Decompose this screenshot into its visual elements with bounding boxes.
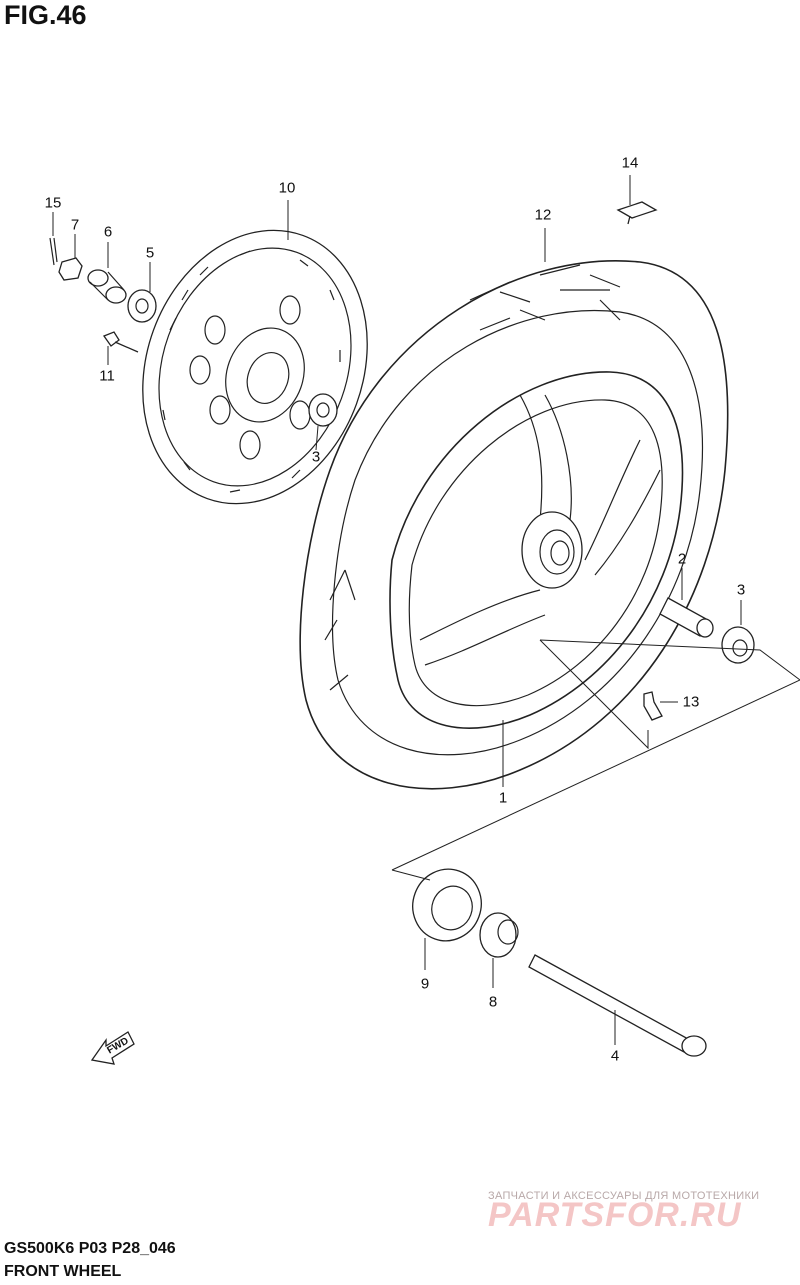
tire-sidewall	[332, 309, 703, 756]
spoke-right	[584, 439, 661, 576]
collar	[127, 289, 157, 323]
axle-spacer-left	[87, 269, 127, 304]
disc-bolt	[102, 331, 139, 353]
callout-8: 8	[488, 993, 498, 1011]
watermark-tagline: ЗАПЧАСТИ И АКСЕССУАРЫ ДЛЯ МОТОТЕХНИКИ	[488, 1190, 760, 1202]
callout-7: 7	[70, 216, 80, 234]
tread-pattern	[324, 264, 621, 691]
tire-valve	[643, 691, 663, 721]
figure-title: FIG.46	[4, 0, 87, 30]
front-axle	[528, 954, 707, 1057]
callout-15: 15	[44, 194, 62, 212]
rim-outer	[389, 371, 684, 729]
callout-2: 2	[677, 550, 687, 568]
cotter-pin	[49, 237, 58, 266]
brake-disc	[142, 229, 368, 505]
bearing-left	[308, 393, 338, 427]
collar-right	[479, 912, 519, 958]
callout-9: 9	[420, 975, 430, 993]
balance-weight	[616, 201, 658, 225]
dust-seal	[412, 868, 482, 942]
section-name: FRONT WHEEL	[4, 1263, 122, 1280]
watermark-brand: PARTSFOR.RU	[488, 1196, 742, 1234]
callout-6: 6	[103, 223, 113, 241]
callout-12: 12	[534, 206, 552, 224]
callout-11: 11	[99, 367, 115, 385]
callout-13: 13	[682, 693, 700, 711]
callout-10: 10	[278, 179, 296, 197]
callout-14: 14	[621, 154, 639, 172]
leader-lines	[52, 175, 800, 1045]
hub-bore-inner	[550, 540, 570, 566]
callout-4: 4	[610, 1047, 620, 1065]
spoke-left	[419, 589, 546, 666]
wheel-hub	[521, 511, 583, 589]
bearing-right	[721, 626, 755, 664]
forward-arrow	[90, 1031, 135, 1065]
castle-nut	[58, 257, 83, 281]
rim-inner	[408, 399, 663, 707]
callout-3-left: 3	[311, 448, 321, 466]
spoke-top	[519, 394, 572, 521]
hub-bore	[539, 529, 575, 575]
axle-spacer-right	[659, 597, 714, 638]
callout-3-right: 3	[736, 581, 746, 599]
callout-5: 5	[145, 244, 155, 262]
model-code: GS500K6 P03 P28_046	[4, 1240, 176, 1257]
callout-1: 1	[498, 789, 508, 807]
